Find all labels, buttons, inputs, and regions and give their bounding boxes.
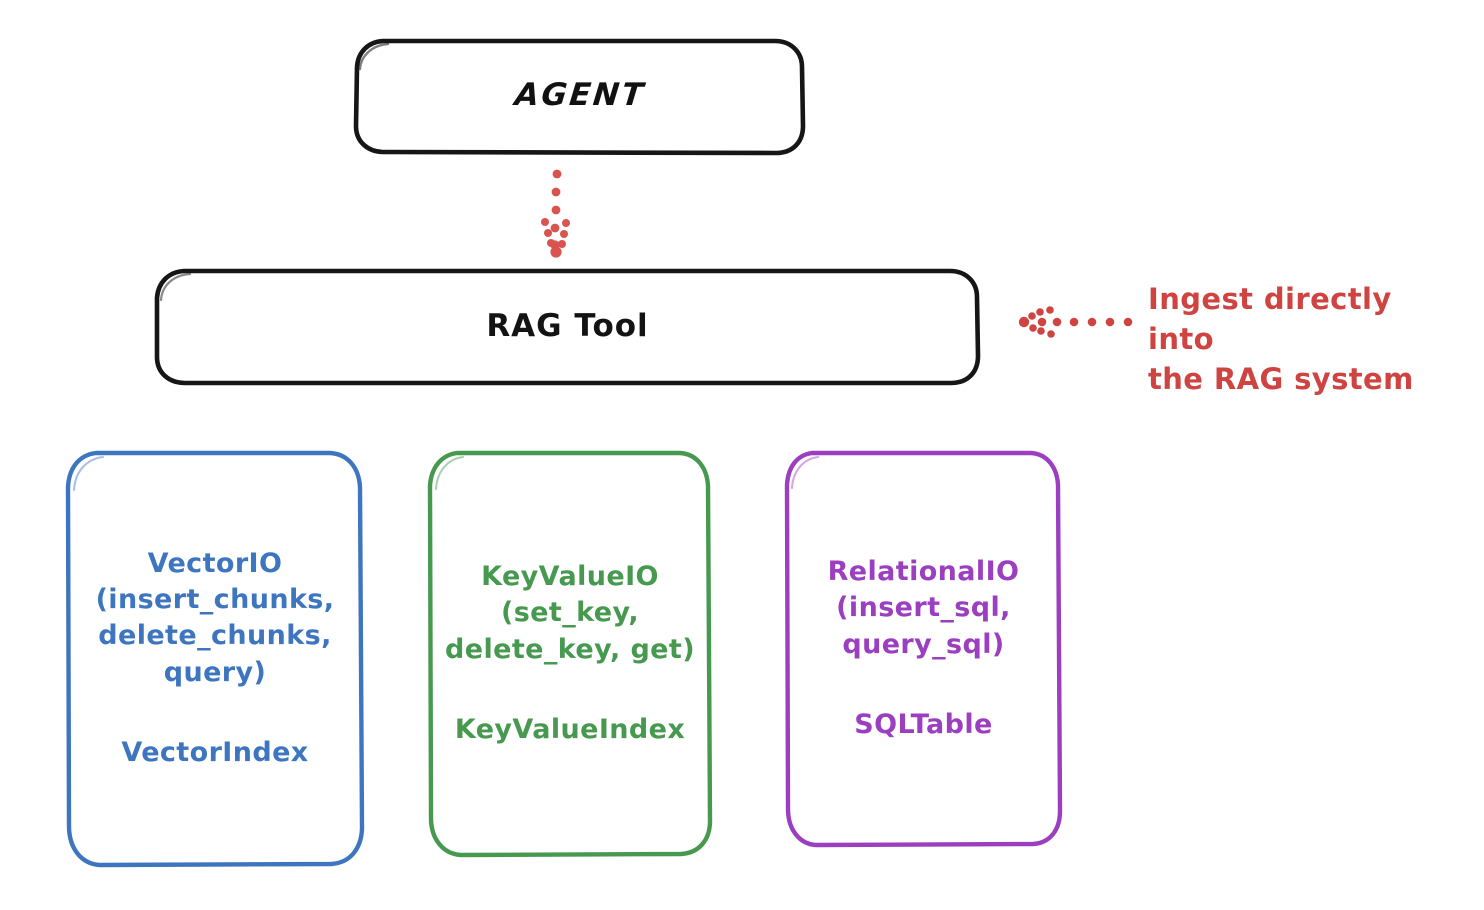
vector-io-api-label: VectorIO (insert_chunks, delete_chunks, … <box>95 548 335 688</box>
note-to-rag-dotted-arrow <box>1018 306 1133 338</box>
key-value-io-api-label: KeyValueIO (set_key, delete_key, get) <box>445 561 695 665</box>
ingest-note-annotation: Ingest directly into the RAG system <box>1148 282 1414 397</box>
agent-node[interactable]: AGENT <box>357 40 803 152</box>
vector-index-label: VectorIndex <box>121 736 309 768</box>
key-value-io-node[interactable]: KeyValueIO (set_key, delete_key, get) Ke… <box>430 452 710 855</box>
agent-label: AGENT <box>513 77 648 114</box>
key-value-index-label: KeyValueIndex <box>454 713 686 745</box>
agent-to-rag-dotted-arrow <box>541 169 570 258</box>
relational-io-node[interactable]: RelationalIO (insert_sql, query_sql) SQL… <box>787 452 1060 845</box>
relational-io-api-label: RelationalIO (insert_sql, query_sql) <box>827 556 1020 660</box>
rag-tool-label: RAG Tool <box>486 307 649 344</box>
sql-table-label: SQLTable <box>854 708 993 740</box>
rag-tool-node[interactable]: RAG Tool <box>157 270 978 383</box>
vector-io-node[interactable]: VectorIO (insert_chunks, delete_chunks, … <box>68 452 362 865</box>
